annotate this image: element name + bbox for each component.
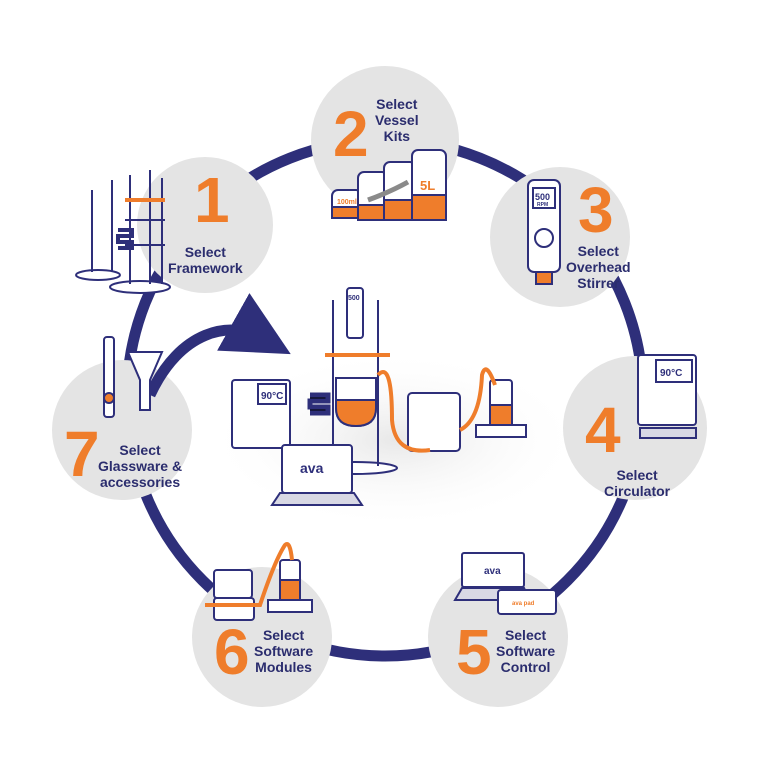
center-stirrer-speed: 500 bbox=[348, 295, 360, 302]
step-2-number: 2 bbox=[333, 98, 369, 170]
step-6-label: Select Software Modules bbox=[254, 627, 313, 675]
step-2-label-line: Kits bbox=[383, 128, 411, 144]
step-3-label: Select Overhead Stirrer bbox=[566, 243, 631, 291]
vessel-large-label: 5L bbox=[420, 178, 435, 193]
step-5-label: Select Software Control bbox=[496, 627, 555, 675]
stirrer-unit: RPM bbox=[537, 202, 548, 208]
step-2-label-line: Select bbox=[376, 96, 418, 112]
software-control-icon bbox=[453, 552, 557, 615]
step-3-label-line: Stirrer bbox=[577, 275, 620, 291]
software-logo: ava bbox=[484, 566, 501, 577]
curved-arrow-icon bbox=[145, 293, 291, 398]
step-7-label-line: Glassware & bbox=[98, 458, 183, 474]
overhead-stirrer-icon bbox=[527, 179, 561, 285]
step-2-label-line: Vessel bbox=[375, 112, 419, 128]
step-5-label-line: Select bbox=[504, 627, 547, 643]
software-modules-icon bbox=[205, 542, 313, 621]
step-7-label: Select Glassware & accessories bbox=[98, 442, 182, 490]
step-7-circle bbox=[52, 360, 192, 500]
step-4-label: Select Circulator bbox=[604, 467, 670, 499]
step-6-label-line: Modules bbox=[255, 659, 312, 675]
step-5-label-line: Control bbox=[500, 659, 551, 675]
step-4-label-line: Select bbox=[616, 467, 658, 483]
step-2-label: Select Vessel Kits bbox=[375, 96, 419, 144]
step-1-label-line: Framework bbox=[168, 260, 243, 276]
tablet-logo: ava pad bbox=[512, 601, 535, 607]
central-reactor-setup bbox=[231, 287, 527, 506]
stirrer-speed: 500 bbox=[535, 192, 550, 202]
center-laptop-logo: ava bbox=[300, 460, 324, 476]
step-7-label-line: Select bbox=[119, 442, 161, 458]
step-5-label-line: Software bbox=[496, 643, 556, 659]
framework-icon bbox=[75, 170, 171, 294]
step-1-label: Select Framework bbox=[168, 244, 243, 276]
step-1-label-line: Select bbox=[184, 244, 226, 260]
step-5-number: 5 bbox=[456, 616, 492, 688]
step-3-number: 3 bbox=[578, 174, 614, 246]
step-6-number: 6 bbox=[214, 616, 250, 688]
step-4-label-line: Circulator bbox=[604, 483, 671, 499]
center-circulator-temp: 90°C bbox=[261, 391, 283, 402]
vessel-kits-icon bbox=[331, 149, 447, 221]
glassware-icon bbox=[103, 336, 164, 418]
step-6-label-line: Software bbox=[254, 643, 314, 659]
circulator-icon bbox=[637, 354, 697, 439]
step-4-number: 4 bbox=[585, 394, 621, 466]
step-1-number: 1 bbox=[194, 164, 230, 236]
step-3-label-line: Select bbox=[577, 243, 619, 259]
step-3-label-line: Overhead bbox=[566, 259, 631, 275]
circulator-temp: 90°C bbox=[660, 368, 682, 379]
step-7-number: 7 bbox=[64, 418, 100, 490]
step-6-label-line: Select bbox=[262, 627, 305, 643]
step-1-circle bbox=[137, 157, 273, 293]
step-7-label-line: accessories bbox=[99, 474, 181, 490]
vessel-small-label: 100ml bbox=[337, 199, 357, 206]
